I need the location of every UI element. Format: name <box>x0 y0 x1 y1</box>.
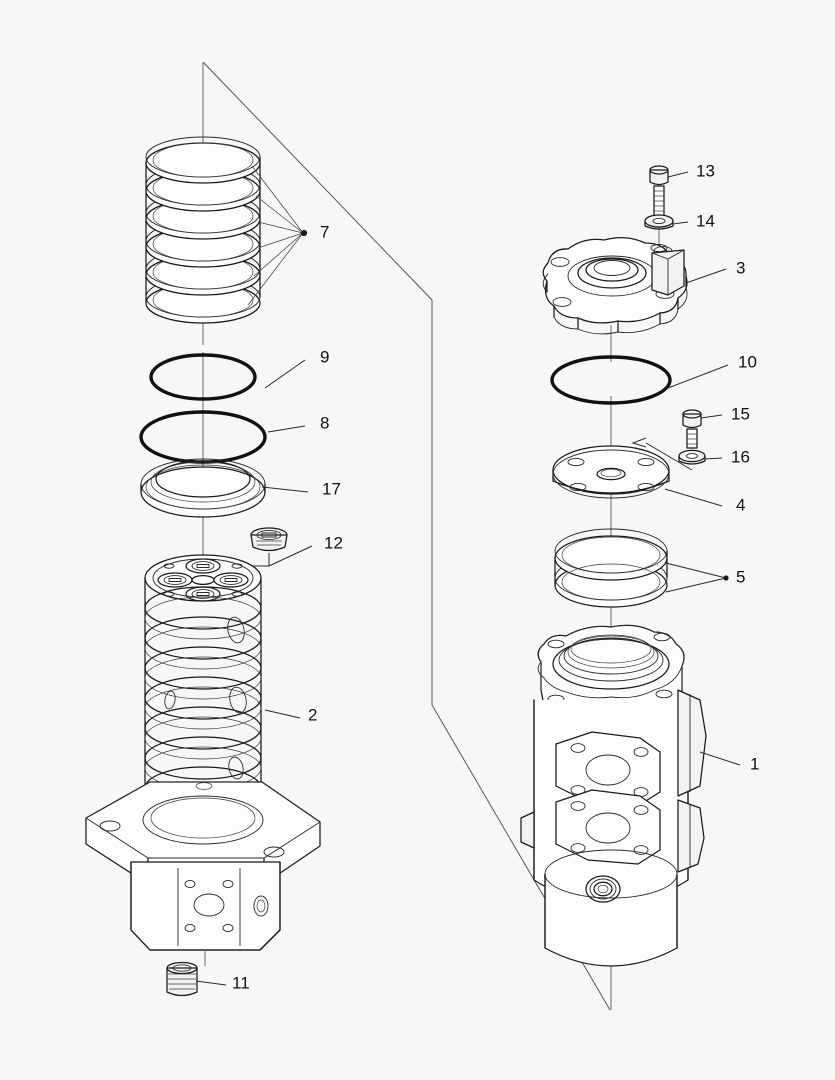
callout-leader-2 <box>264 709 301 719</box>
callout-leader-4 <box>664 488 723 507</box>
part-washer-upper <box>644 214 674 230</box>
callout-leader-17 <box>261 486 309 493</box>
callout-label-8: 8 <box>320 413 329 432</box>
callout-label-1: 1 <box>750 754 759 773</box>
part-retainer-plate <box>552 445 670 499</box>
callout-leader-3 <box>685 268 727 284</box>
callout-leader-7 <box>247 165 308 306</box>
callout-leader-11 <box>195 980 227 986</box>
callout-leader-16 <box>704 457 723 460</box>
part-hex-bolt-lower <box>682 409 702 449</box>
callout-label-17: 17 <box>322 479 341 498</box>
callout-label-13: 13 <box>696 161 715 180</box>
callout-label-4: 4 <box>736 495 745 514</box>
callout-leader-14 <box>672 221 689 225</box>
part-set-screw <box>166 950 206 997</box>
callout-label-3: 3 <box>736 258 745 277</box>
callout-label-15: 15 <box>731 404 750 423</box>
part-o-ring-cover <box>550 355 672 405</box>
callout-label-9: 9 <box>320 347 329 366</box>
part-cover-plate <box>542 236 688 335</box>
callout-label-11: 11 <box>232 973 250 992</box>
part-seal-ring-pair <box>554 528 668 608</box>
callout-leader-10 <box>667 364 729 389</box>
callout-label-5: 5 <box>736 567 745 586</box>
callout-leader-9 <box>264 359 306 389</box>
part-seal-ring-stack <box>145 136 261 324</box>
callout-labels: 7 9 8 17 12 2 11 13 14 3 10 15 16 4 5 1 <box>232 161 759 992</box>
callout-label-16: 16 <box>731 447 750 466</box>
part-valve-body <box>520 624 707 967</box>
callout-leader-8 <box>267 425 306 433</box>
callout-label-2: 2 <box>308 705 317 724</box>
callout-leader-5 <box>665 562 729 593</box>
callout-leader-13 <box>667 171 689 178</box>
callout-label-10: 10 <box>738 352 757 371</box>
part-o-ring-upper <box>149 353 257 401</box>
callout-label-7: 7 <box>320 222 329 241</box>
part-washer-lower <box>678 449 706 465</box>
callout-leader-15 <box>700 414 723 419</box>
callout-label-14: 14 <box>696 211 715 230</box>
part-socket-plug <box>250 527 288 552</box>
callout-leader-1 <box>699 751 741 766</box>
callout-label-12: 12 <box>324 533 343 552</box>
part-backup-seal-ring <box>140 458 266 518</box>
section-divider <box>202 61 611 1011</box>
callout-leader-15-16-pointer <box>631 437 693 471</box>
